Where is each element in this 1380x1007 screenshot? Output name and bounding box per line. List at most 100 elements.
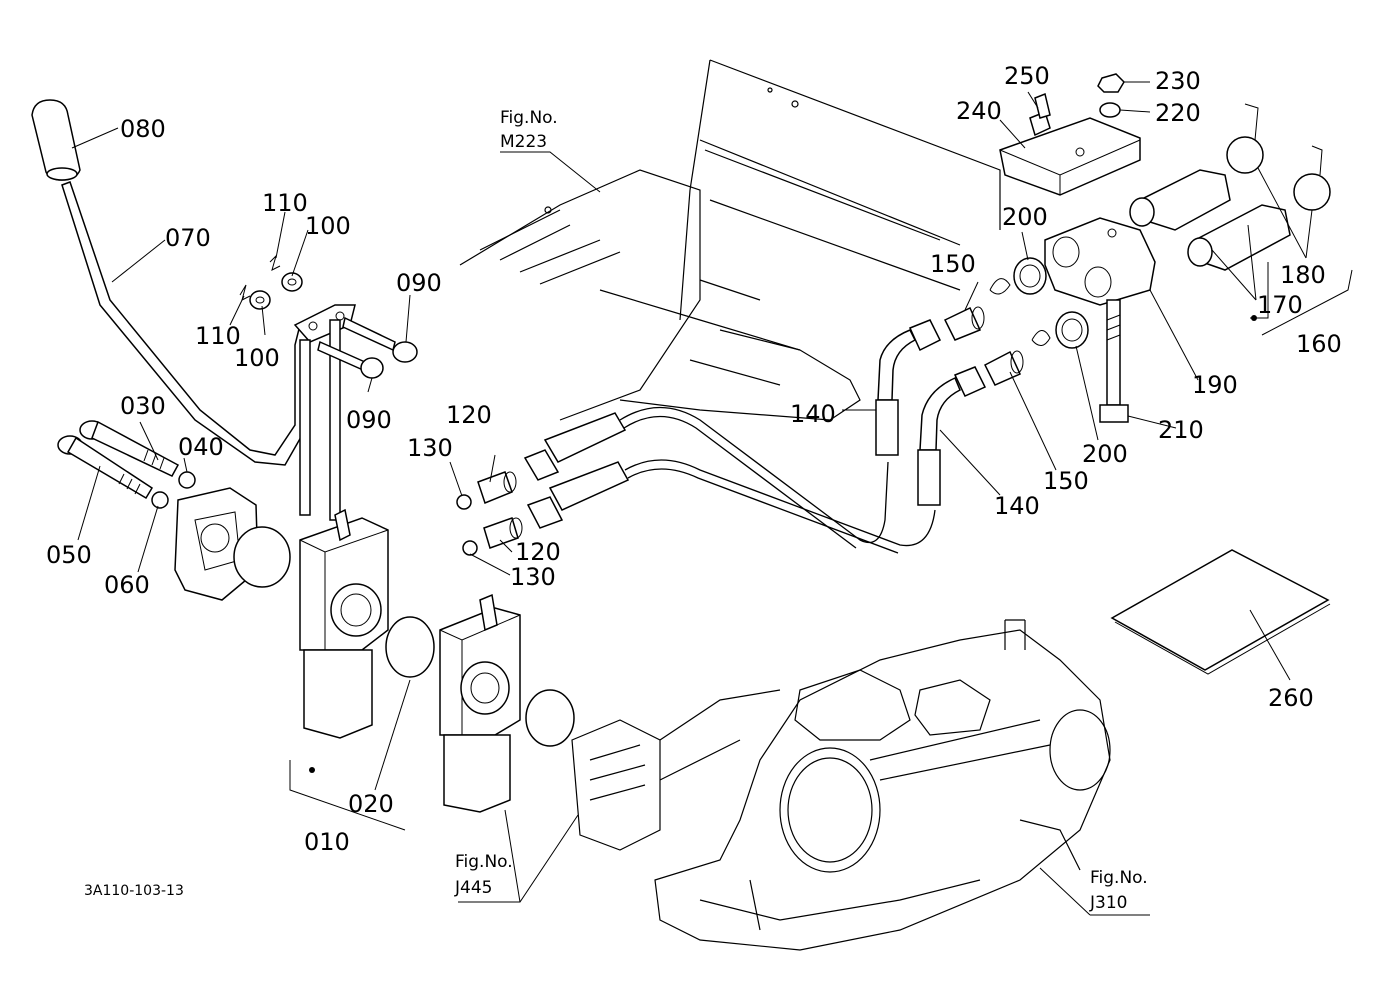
coupler-170-lower bbox=[1187, 204, 1291, 271]
part-label-190: 190 bbox=[1192, 371, 1238, 399]
o-ring-200-lower-inner bbox=[1061, 318, 1083, 342]
washer-060 bbox=[151, 491, 169, 509]
bracket-240 bbox=[999, 117, 1141, 196]
hydraulic-hose-upper bbox=[619, 406, 889, 544]
fitting-150-lower bbox=[983, 350, 1024, 386]
bolt-030 bbox=[79, 420, 180, 477]
part-label-140-upper: 140 bbox=[790, 400, 836, 428]
part-label-080: 080 bbox=[120, 115, 166, 143]
coupler-block-190 bbox=[1044, 217, 1156, 306]
figure-ref-j310-prefix: Fig.No. bbox=[1090, 868, 1148, 888]
bolt-210 bbox=[1099, 299, 1129, 423]
clip-110-lower bbox=[239, 284, 251, 301]
hose-fitting-upper bbox=[523, 412, 627, 481]
dust-cap-180-upper bbox=[1226, 103, 1264, 174]
part-label-180: 180 bbox=[1280, 261, 1326, 289]
hydraulic-hose-upper-inner bbox=[623, 415, 857, 549]
washer-100-lower bbox=[249, 290, 271, 310]
part-label-230: 230 bbox=[1155, 67, 1201, 95]
figure-ref-j445: Fig.No. J445 bbox=[454, 852, 513, 898]
pin-090-lower bbox=[317, 340, 384, 379]
part-label-160: 160 bbox=[1296, 330, 1342, 358]
fitting-150-upper bbox=[943, 306, 985, 341]
leader-lines bbox=[71, 81, 1353, 916]
hydraulic-hose-lower bbox=[624, 459, 936, 547]
backup-ring-lower bbox=[1031, 330, 1051, 346]
coupler-170-upper bbox=[1129, 169, 1231, 231]
adapter-120-lower bbox=[483, 517, 523, 549]
part-label-140-lower: 140 bbox=[994, 492, 1040, 520]
part-label-200-lower: 200 bbox=[1082, 440, 1128, 468]
o-ring-200-upper bbox=[1013, 257, 1047, 295]
part-label-060: 060 bbox=[104, 571, 150, 599]
hose-fitting-lower bbox=[526, 461, 630, 529]
part-label-group: 080 070 110 100 110 100 090 090 030 040 … bbox=[46, 62, 1342, 856]
front-axle-ghost bbox=[654, 619, 1111, 951]
washer-220 bbox=[1099, 102, 1121, 118]
seal-ring-cover bbox=[233, 526, 291, 588]
part-label-090-upper: 090 bbox=[396, 269, 442, 297]
part-label-200-upper: 200 bbox=[1002, 203, 1048, 231]
part-label-130-upper: 130 bbox=[407, 434, 453, 462]
part-label-210: 210 bbox=[1158, 416, 1204, 444]
control-valve-secondary bbox=[439, 593, 521, 813]
pump-assembly-ghost bbox=[571, 689, 781, 851]
part-label-130-lower: 130 bbox=[510, 563, 556, 591]
part-label-040: 040 bbox=[178, 433, 224, 461]
adapter-120-upper bbox=[477, 471, 517, 504]
bolt-250 bbox=[1029, 92, 1051, 137]
part-label-010: 010 bbox=[304, 828, 350, 856]
part-label-090-lower: 090 bbox=[346, 406, 392, 434]
part-label-150-upper: 150 bbox=[930, 250, 976, 278]
hydraulic-hose-lower-inner bbox=[627, 468, 899, 554]
washer-040 bbox=[178, 471, 196, 489]
figure-ref-j310-code: J310 bbox=[1089, 893, 1127, 913]
hose-140-lower bbox=[917, 366, 987, 506]
part-label-110-upper: 110 bbox=[262, 189, 308, 217]
part-label-240: 240 bbox=[956, 97, 1002, 125]
o-ring-130-lower bbox=[462, 540, 478, 556]
part-label-250: 250 bbox=[1004, 62, 1050, 90]
part-label-120-upper: 120 bbox=[446, 401, 492, 429]
figure-ref-j310: Fig.No. J310 bbox=[1089, 868, 1148, 913]
part-label-030: 030 bbox=[120, 392, 166, 420]
o-ring-200-lower bbox=[1055, 311, 1089, 349]
part-label-100-lower: 100 bbox=[234, 344, 280, 372]
clip-110-upper bbox=[269, 254, 281, 271]
part-label-220: 220 bbox=[1155, 99, 1201, 127]
o-ring-130-upper bbox=[456, 494, 472, 510]
nut-230 bbox=[1097, 73, 1125, 93]
part-label-170: 170 bbox=[1257, 291, 1303, 319]
transmission-housing-ghost bbox=[459, 59, 1001, 421]
assembly-dot-160 bbox=[1251, 315, 1257, 321]
part-label-120-lower: 120 bbox=[515, 538, 561, 566]
part-label-070: 070 bbox=[165, 224, 211, 252]
lever-bracket bbox=[293, 304, 356, 521]
manual-260 bbox=[1110, 549, 1331, 675]
washer-100-upper bbox=[281, 272, 303, 292]
drawing-code: 3A110-103-13 bbox=[84, 883, 184, 899]
dust-cap-180-lower bbox=[1293, 145, 1331, 211]
part-label-020: 020 bbox=[348, 790, 394, 818]
part-label-110-lower: 110 bbox=[195, 322, 241, 350]
o-ring-020 bbox=[385, 616, 435, 678]
bolt-050 bbox=[57, 435, 154, 500]
part-label-260: 260 bbox=[1268, 684, 1314, 712]
pin-090-upper bbox=[342, 316, 418, 363]
part-label-150-lower: 150 bbox=[1043, 467, 1089, 495]
o-ring-200-upper-inner bbox=[1019, 264, 1041, 288]
part-label-050: 050 bbox=[46, 541, 92, 569]
figure-ref-j445-code: J445 bbox=[454, 878, 492, 898]
backup-ring-upper bbox=[989, 278, 1011, 295]
part-label-100-upper: 100 bbox=[305, 212, 351, 240]
figure-ref-j445-prefix: Fig.No. bbox=[455, 852, 513, 872]
control-valve-010 bbox=[299, 508, 389, 739]
figure-ref-m223-code: M223 bbox=[500, 132, 547, 152]
assembly-dot-010 bbox=[309, 767, 315, 773]
figure-ref-m223-prefix: Fig.No. bbox=[500, 108, 558, 128]
lever-knob-080 bbox=[31, 99, 81, 181]
figure-ref-m223: Fig.No. M223 bbox=[500, 108, 558, 152]
seal-ring-secondary bbox=[525, 689, 575, 747]
